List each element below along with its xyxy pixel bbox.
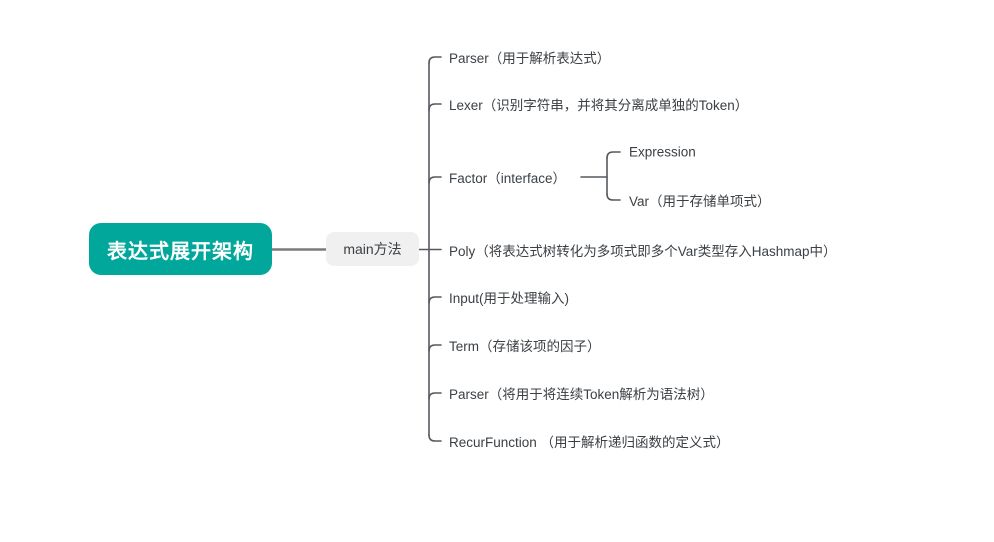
main-method-topic[interactable]: main方法 <box>326 232 419 266</box>
hook-input <box>428 296 442 304</box>
main-method-label: main方法 <box>343 241 402 257</box>
hook-var <box>606 193 621 201</box>
branch-topic-poly[interactable]: Poly（将表达式树转化为多项式即多个Var类型存入Hashmap中） <box>449 244 837 259</box>
root-topic[interactable]: 表达式展开架构 <box>89 223 272 275</box>
branch-topic-factor[interactable]: Factor（interface） <box>449 171 567 186</box>
branch-topic-var[interactable]: Var（用于存储单项式） <box>629 194 771 209</box>
branch-topic-input[interactable]: Input(用于处理输入) <box>449 291 570 306</box>
hook-lexer <box>428 103 442 111</box>
hook-recurfunction <box>428 434 442 442</box>
branch-topic-recurfunction[interactable]: RecurFunction （用于解析递归函数的定义式） <box>449 435 730 450</box>
hook-term <box>428 344 442 352</box>
branch-topic-parser1[interactable]: Parser（用于解析表达式） <box>449 51 611 66</box>
hook-factor <box>428 176 442 184</box>
root-topic-label: 表达式展开架构 <box>107 240 254 263</box>
branch-topic-term[interactable]: Term（存储该项的因子） <box>449 339 601 354</box>
hook-parser1 <box>428 56 442 64</box>
branch-topic-parser2[interactable]: Parser（将用于将连续Token解析为语法树） <box>449 387 714 402</box>
hook-parser2 <box>428 392 442 400</box>
hook-expression <box>606 151 621 159</box>
branch-topic-expression[interactable]: Expression <box>629 144 696 160</box>
branch-topic-lexer[interactable]: Lexer（识别字符串，并将其分离成单独的Token） <box>449 98 749 113</box>
